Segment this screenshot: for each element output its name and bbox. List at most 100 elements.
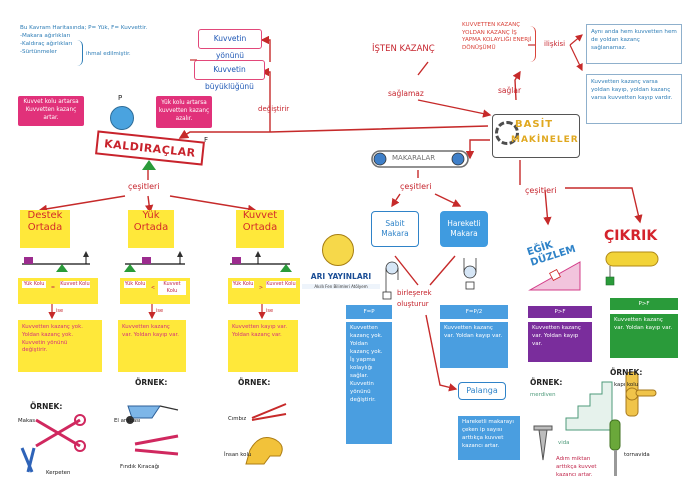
moving-desc: Kuvvetten kazanç var. Yoldan kayıp var. bbox=[444, 325, 503, 339]
ise-kuvvet: ise bbox=[266, 308, 274, 314]
gear-icon bbox=[495, 121, 519, 145]
assumptions-line1: Bu Kavram Haritasında; P= Yük, F= Kuvvet… bbox=[20, 25, 148, 31]
fixed-desc-box: Kuvvetten kazanç yok. Yoldan kazanç yok.… bbox=[346, 322, 392, 444]
work-list-brace bbox=[530, 26, 536, 62]
assumptions-line2: -Makara ağırlıkları bbox=[20, 33, 71, 40]
assumptions-line3: -Kaldıraç ağırlıkları bbox=[20, 41, 73, 48]
moving-eq-box: F=P/2 bbox=[440, 305, 508, 319]
note2-box: Kuvvetten kazanç varsa yoldan kayıp, yol… bbox=[586, 74, 682, 124]
ex-kerpeten: Kerpeten bbox=[46, 470, 71, 476]
type-yuk-title: Yük Ortada bbox=[133, 210, 169, 233]
ornek-kuvvet: ÖRNEK: bbox=[238, 378, 271, 387]
saglar-label: sağlar bbox=[498, 86, 522, 95]
eq-destek-right: Kuvvet Kolu bbox=[60, 281, 90, 288]
work-list-text: KUVVETTEN KAZANÇ YOLDAN KAZANÇ İŞ YAPMA … bbox=[462, 22, 532, 51]
eq-kuvvet-right: Kuvvet Kolu bbox=[266, 281, 296, 288]
desc-yuk-bg bbox=[118, 320, 186, 372]
kaldirac-p-label: P bbox=[118, 94, 123, 102]
ex-makas: Makas bbox=[18, 418, 36, 424]
eq-yuk-left: Yük Kolu bbox=[124, 281, 146, 288]
assumptions-note: Bu Kavram Haritasında; P= Yük, F= Kuvvet… bbox=[20, 24, 190, 56]
fixed-desc: Kuvvetten kazanç yok. Yoldan kazanç yok.… bbox=[350, 325, 383, 403]
cikrik-eq: P>F bbox=[638, 301, 650, 307]
basit-title1: BASİT bbox=[515, 119, 554, 130]
desc-kuvvet: Kuvvetten kayıp var. Yoldan kazanç var. bbox=[232, 324, 288, 338]
note2-text: Kuvvetten kazanç varsa yoldan kayıp, yol… bbox=[591, 79, 673, 102]
olusturur-label: oluşturur bbox=[397, 300, 429, 308]
moving-eq: F=P/2 bbox=[465, 309, 483, 315]
type-destek-card bbox=[20, 210, 70, 248]
type-yuk-card bbox=[128, 210, 174, 248]
fulcrum-icon bbox=[142, 160, 156, 170]
work-list: KUVVETTEN KAZANÇ YOLDAN KAZANÇ İŞ YAPMA … bbox=[462, 22, 534, 52]
eq-kuvvet-op: > bbox=[258, 285, 264, 291]
kaldirac-title-text: KALDIRAÇLAR bbox=[103, 136, 197, 160]
publisher-sub: Akıllı Fen Bilimleri Atölyem bbox=[302, 284, 380, 289]
kaldirac-f-label: F bbox=[204, 136, 209, 144]
force-magnitude-box: Kuvvetin büyüklüğünü bbox=[194, 60, 265, 91]
ornek-yuk: ÖRNEK: bbox=[135, 378, 168, 387]
kaldirac-cesitleri-label: çeşitleri bbox=[128, 182, 160, 191]
desc-yuk: Kuvvetten kazanç var. Yoldan kayıp var. bbox=[122, 324, 179, 338]
fixed-eq: F=P bbox=[363, 309, 375, 315]
basit-makineler-badge: BASİT MAKİNELER bbox=[492, 114, 580, 158]
type-kuvvet-card bbox=[236, 210, 284, 248]
ex-vida: vida bbox=[558, 440, 570, 446]
egik-eq: P>F bbox=[554, 309, 566, 315]
ex-kapi-kolu: kapı kolu bbox=[614, 382, 639, 388]
makaralar-cesitleri-label: çeşitleri bbox=[400, 182, 432, 191]
ex-el-arabasi: El arabası bbox=[114, 418, 141, 424]
palanga-desc: Hareketli makarayı çeken ip sayısı arttı… bbox=[462, 419, 514, 449]
iliskisi-label: ilişkisi bbox=[544, 40, 566, 48]
cikrik-desc-box: Kuvvetten kazanç var. Yoldan kayıp var. bbox=[610, 314, 678, 358]
palanga-label: Palanga bbox=[466, 385, 498, 395]
isten-kazanc-label: İŞTEN KAZANÇ bbox=[372, 44, 435, 54]
ex-cimbiz: Cımbız bbox=[228, 416, 247, 422]
cikrik-eq-box: P>F bbox=[610, 298, 678, 310]
type-kuvvet-title: Kuvvet Ortada bbox=[242, 210, 278, 233]
moving-desc-box: Kuvvetten kazanç var. Yoldan kayıp var. bbox=[440, 322, 508, 368]
egik-desc-box: Kuvvetten kazanç var. Yoldan kayıp var. bbox=[528, 322, 592, 362]
assumptions-line4: -Sürtünmeler bbox=[20, 49, 57, 56]
desc-destek: Kuvvetten kazanç yok. Yoldan kazanç yok.… bbox=[22, 324, 83, 354]
egik-desc: Kuvvetten kazanç var. Yoldan kayıp var. bbox=[532, 325, 581, 347]
bee-logo-icon bbox=[322, 234, 354, 266]
palanga-box: Palanga bbox=[458, 382, 506, 400]
basit-cesitleri-label: çeşitleri bbox=[525, 186, 557, 195]
saglamaz-label: sağlamaz bbox=[388, 89, 424, 98]
eq-yuk-right: Kuvvet Kolu bbox=[158, 281, 186, 295]
egik-note: Adım miktarı arttıkça kuvvet kazancı art… bbox=[556, 456, 597, 478]
desc-kuvvet-bg bbox=[228, 320, 298, 372]
force-direction-box: Kuvvetin yönünü bbox=[198, 29, 262, 60]
eq-yuk-op: < bbox=[150, 285, 156, 291]
egik-eq-box: P>F bbox=[528, 306, 592, 318]
ex-insan-kolu: İnsan kolu bbox=[224, 452, 252, 458]
cikrik-title: ÇIKRIK bbox=[604, 228, 658, 244]
ornek-destek: ÖRNEK: bbox=[30, 402, 63, 411]
kaldirac-left-info: Kuvvet kolu artarsa Kuvvetten kazanç art… bbox=[18, 96, 84, 126]
hareketli-makara-label: Hareketli Makara bbox=[447, 218, 481, 238]
ise-yuk: ise bbox=[156, 308, 164, 314]
type-destek-title: Destek Ortada bbox=[27, 210, 63, 233]
ornek-cikrik: ÖRNEK: bbox=[610, 368, 643, 377]
desc-destek-bg bbox=[18, 320, 102, 372]
eq-kuvvet-left: Yük Kolu bbox=[232, 281, 254, 288]
degistirir-label: değiştirir bbox=[258, 105, 290, 113]
sabit-makara-label: Sabit Makara bbox=[381, 218, 409, 238]
makaralar-title: MAKARALAR bbox=[392, 154, 436, 162]
ignored-label: ihmal edilmiştir. bbox=[86, 51, 131, 57]
fixed-eq-box: F=P bbox=[346, 305, 392, 319]
ex-merdiven: merdiven bbox=[530, 392, 556, 398]
kaldirac-right-info: Yük kolu artarsa kuvvetten kazanç azalır… bbox=[156, 96, 212, 128]
eq-destek-op: = bbox=[50, 285, 56, 291]
ise-destek: ise bbox=[56, 308, 64, 314]
basit-title2: MAKİNELER bbox=[511, 135, 579, 145]
note1-text: Aynı anda hem kuvvetten hem de yoldan ka… bbox=[591, 29, 677, 52]
cikrik-desc: Kuvvetten kazanç var. Yoldan kayıp var. bbox=[614, 317, 673, 331]
brace bbox=[76, 40, 83, 66]
note1-box: Aynı anda hem kuvvetten hem de yoldan ka… bbox=[586, 24, 682, 64]
globe-icon bbox=[110, 106, 134, 130]
palanga-desc-box: Hareketli makarayı çeken ip sayısı arttı… bbox=[458, 416, 520, 460]
sabit-makara-box: Sabit Makara bbox=[371, 211, 419, 247]
